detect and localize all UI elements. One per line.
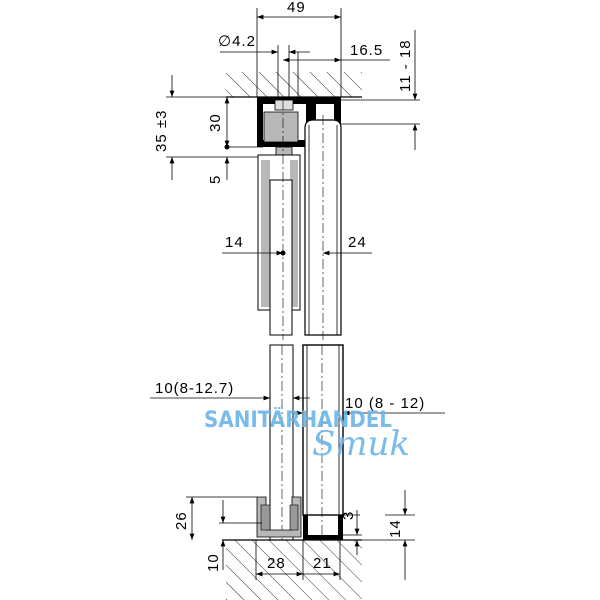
dim-5: 5 xyxy=(207,175,224,184)
right-door-lower xyxy=(302,344,344,540)
dim-glass-left: 10(8-12.7) xyxy=(155,380,234,397)
dim-49: 49 xyxy=(287,0,306,16)
floor xyxy=(222,539,362,600)
dim-11-18: 11 - 18 xyxy=(397,39,414,92)
dim-14-left: 14 xyxy=(225,234,244,251)
right-door-upper xyxy=(304,115,342,340)
watermark-text: SANITÄRHANDEL xyxy=(204,407,392,433)
ceiling xyxy=(226,72,362,98)
dim-21: 21 xyxy=(313,555,332,572)
left-door-upper xyxy=(257,100,301,340)
dim-10: 10 xyxy=(205,553,222,572)
left-door-lower xyxy=(269,344,294,541)
dim-pin-diameter: ∅4.2 xyxy=(218,33,256,50)
dim-16-5: 16.5 xyxy=(350,42,383,59)
dim-glass-right: 10 (8 - 12) xyxy=(345,395,425,412)
dim-3: 3 xyxy=(340,511,357,520)
dimension-lines xyxy=(150,8,445,580)
dim-14-right: 14 xyxy=(387,519,404,538)
roller xyxy=(263,111,299,143)
dim-26: 26 xyxy=(173,511,190,530)
dim-24: 24 xyxy=(348,234,367,251)
floor-guide xyxy=(256,496,343,540)
dim-30: 30 xyxy=(207,113,224,132)
watermark-script: Smuk xyxy=(312,424,410,464)
dim-35: 35 ±3 xyxy=(153,110,170,152)
dim-28: 28 xyxy=(267,555,286,572)
